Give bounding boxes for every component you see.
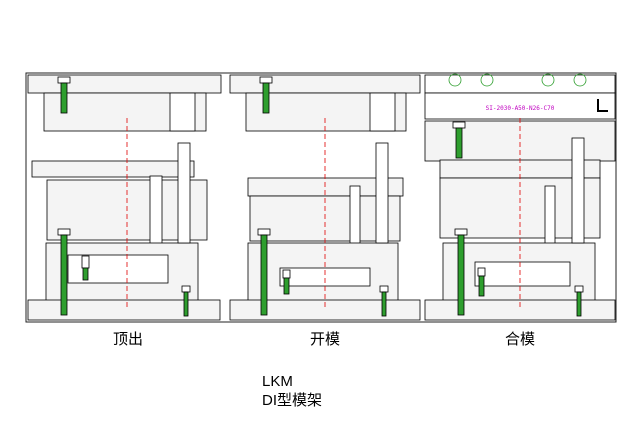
- runner-cutout: [369, 92, 396, 132]
- corner-mark-icon: [597, 99, 608, 112]
- caption-mold-open: 开模: [309, 330, 340, 348]
- top-clamp-plate: [424, 74, 616, 94]
- runner-cutout: [169, 92, 196, 132]
- ejector-plate: [474, 261, 571, 287]
- title-block: [424, 92, 616, 120]
- panel-mold-closed: [424, 74, 616, 321]
- top-clamp-plate: [27, 74, 222, 94]
- panel-mold-open-bolts: [257, 76, 389, 317]
- return-pin: [375, 142, 389, 244]
- return-pin: [177, 142, 191, 244]
- return-pin: [571, 137, 585, 244]
- caption-mold-closed: 合模: [504, 330, 535, 348]
- bottom-clamp-plate: [27, 299, 221, 321]
- bottom-clamp-plate: [229, 299, 421, 321]
- panel-mold-closed-bolts: [448, 73, 587, 317]
- bottom-clamp-plate: [424, 299, 616, 321]
- cavity-plate: [31, 160, 195, 178]
- panel-ejection-bolts: [57, 76, 191, 317]
- brand-label: LKM: [262, 373, 293, 390]
- panel-ejection: [27, 74, 222, 321]
- drawing-frame: [25, 72, 617, 323]
- diagram-title: DI型模架: [262, 392, 323, 409]
- top-clamp-plate: [229, 74, 421, 94]
- panel-mold-open: [229, 74, 421, 321]
- drawing-stamp: SI-2030-A50-N26-C70: [486, 105, 555, 112]
- caption-ejection: 顶出: [112, 330, 143, 348]
